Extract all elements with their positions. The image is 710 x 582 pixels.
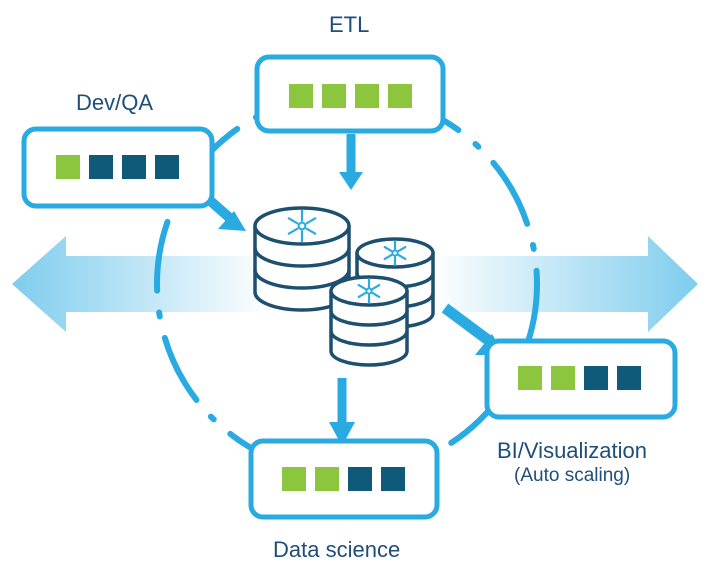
- ds-block-navy: [348, 467, 372, 491]
- etl-block-green: [355, 84, 379, 108]
- ds-connector-arrow: [329, 378, 355, 446]
- etl-blocks: [289, 84, 412, 108]
- ds-block-green: [315, 467, 339, 491]
- devqa-cluster-box: [21, 126, 215, 209]
- devqa-block-navy: [122, 155, 146, 179]
- devqa-blocks: [56, 155, 179, 179]
- bi-sublabel: (Auto scaling): [514, 465, 631, 486]
- ds-label: Data science: [273, 537, 401, 562]
- etl-cluster-box: [254, 54, 446, 134]
- ds-blocks: [282, 467, 405, 491]
- devqa-block-green: [56, 155, 80, 179]
- database-cluster-icon: [253, 206, 435, 367]
- ds-block-green: [282, 467, 306, 491]
- ds-block-navy: [381, 467, 405, 491]
- bi-blocks: [518, 366, 641, 390]
- devqa-block-navy: [155, 155, 179, 179]
- ds-cluster-box: [248, 438, 440, 520]
- etl-block-green: [322, 84, 346, 108]
- database-stack-back-left: [253, 206, 351, 312]
- left-wide-arrow: [12, 236, 272, 332]
- etl-block-green: [289, 84, 313, 108]
- etl-block-green: [388, 84, 412, 108]
- bi-block-navy: [617, 366, 641, 390]
- right-wide-arrow: [430, 236, 698, 332]
- etl-label: ETL: [329, 12, 370, 37]
- bi-block-navy: [584, 366, 608, 390]
- bi-block-green: [518, 366, 542, 390]
- database-stack-front: [329, 275, 409, 367]
- devqa-label: Dev/QA: [76, 90, 154, 115]
- bi-block-green: [551, 366, 575, 390]
- devqa-block-navy: [89, 155, 113, 179]
- bi-label: BI/Visualization: [497, 438, 648, 463]
- bi-cluster-box: [484, 338, 678, 420]
